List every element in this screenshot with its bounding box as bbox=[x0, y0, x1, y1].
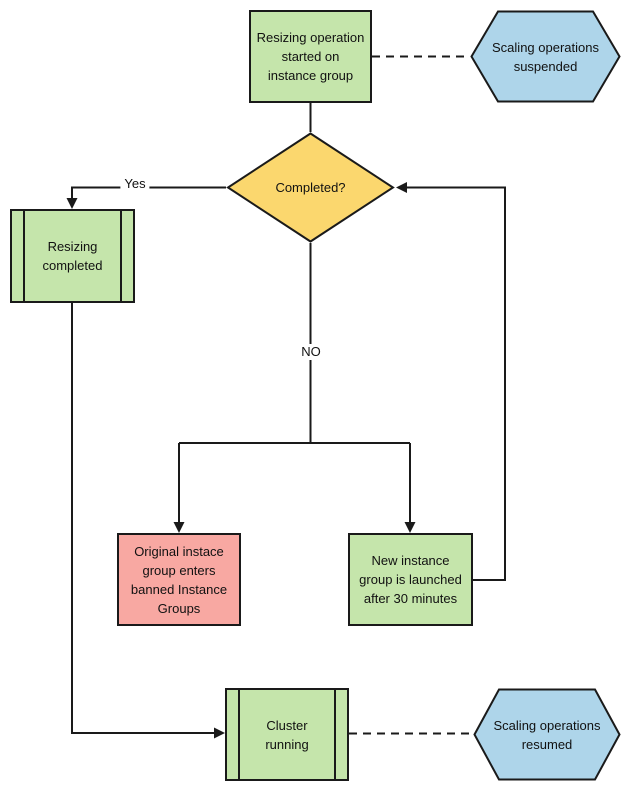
node-label: New instance group is launched after 30 … bbox=[359, 551, 462, 608]
node-label-line: group is launched bbox=[359, 572, 462, 587]
hexagon-polygon bbox=[470, 10, 621, 103]
hexagon-shape bbox=[470, 10, 621, 103]
node-label-line: Resizing operation bbox=[256, 30, 365, 45]
arrowhead-into-cluster bbox=[214, 727, 225, 739]
predefined-bar-right bbox=[334, 690, 336, 779]
node-label-line: New instance bbox=[371, 553, 450, 568]
node-label-line: instance group bbox=[267, 68, 354, 83]
node-label: Original instace group enters banned Ins… bbox=[131, 542, 227, 618]
arrowhead-into-decision bbox=[396, 182, 407, 193]
node-label-line: Resizing bbox=[47, 239, 98, 254]
node-label: Cluster running bbox=[265, 716, 308, 754]
arrowhead-into-new-instance bbox=[404, 522, 416, 533]
node-label: Completed? bbox=[275, 178, 345, 197]
predefined-bar-left bbox=[23, 211, 25, 301]
hexagon-shape bbox=[473, 688, 621, 781]
node-cluster-running: Cluster running bbox=[225, 688, 349, 781]
predefined-bar-right bbox=[120, 211, 122, 301]
hexagon-polygon bbox=[473, 688, 621, 781]
edge-resizing-to-cluster bbox=[71, 303, 214, 734]
node-label: Resizing operation started on instance g… bbox=[257, 28, 365, 85]
diamond-polygon bbox=[226, 132, 395, 243]
node-label-line: Original instace bbox=[134, 543, 224, 559]
node-new-instance-group: New instance group is launched after 30 … bbox=[348, 533, 473, 626]
node-label-line: suspended bbox=[513, 58, 578, 74]
node-resizing-operation-started: Resizing operation started on instance g… bbox=[249, 10, 372, 103]
node-label-line: banned Instance bbox=[130, 581, 228, 597]
node-label-line: started on bbox=[281, 49, 340, 64]
node-label-line: running bbox=[265, 736, 309, 752]
node-label-line: completed bbox=[42, 258, 103, 273]
predefined-bar-left bbox=[238, 690, 240, 779]
node-resizing-completed: Resizing completed bbox=[10, 209, 135, 303]
node-label-line: resumed bbox=[521, 736, 573, 752]
edge-new-instance-to-decision bbox=[407, 186, 506, 581]
node-label-line: Scaling operations bbox=[492, 39, 599, 55]
node-scaling-resumed: Scaling operations resumed bbox=[473, 688, 621, 781]
edge-label-no: NO bbox=[297, 344, 325, 360]
edge-label-yes: Yes bbox=[120, 176, 150, 192]
node-completed-decision: Completed? bbox=[226, 132, 395, 243]
arrowhead-into-banned bbox=[173, 522, 185, 533]
arrowhead-into-resizing-completed bbox=[66, 198, 78, 209]
diamond-shape bbox=[226, 132, 395, 243]
node-label-line: after 30 minutes bbox=[363, 591, 458, 606]
node-label-line: Cluster bbox=[266, 717, 308, 733]
node-label-line: Groups bbox=[157, 600, 201, 616]
node-label: Scaling operations resumed bbox=[494, 716, 601, 754]
edge-decision-no-branch bbox=[178, 243, 411, 522]
node-label: Resizing completed bbox=[43, 237, 103, 275]
node-scaling-suspended: Scaling operations suspended bbox=[470, 10, 621, 103]
node-label-line: group enters bbox=[142, 562, 216, 578]
node-banned-instance-groups: Original instace group enters banned Ins… bbox=[117, 533, 241, 626]
node-label-line: Scaling operations bbox=[493, 717, 601, 733]
node-label-line: Completed? bbox=[275, 180, 346, 195]
node-label: Scaling operations suspended bbox=[492, 38, 599, 76]
